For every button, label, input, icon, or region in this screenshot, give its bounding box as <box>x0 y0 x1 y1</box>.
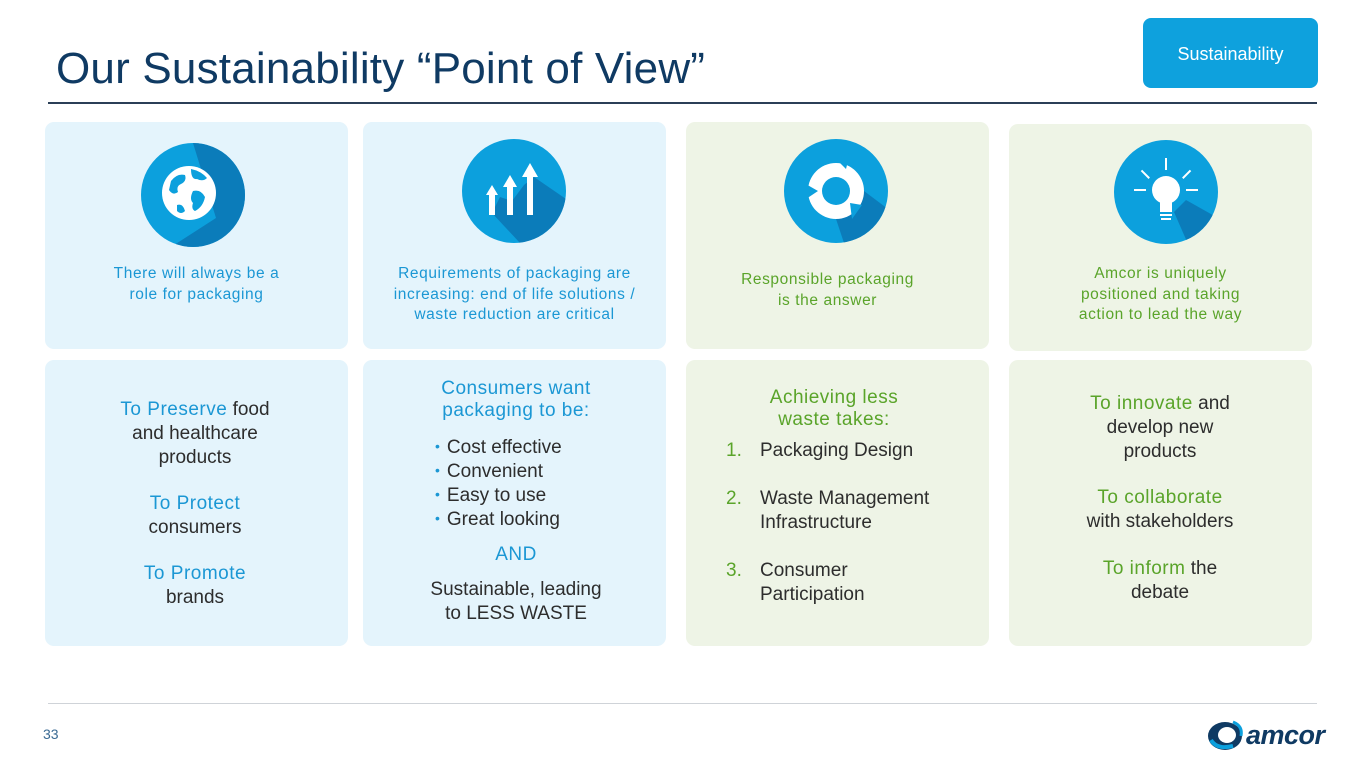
collaborate-text: with stakeholders <box>1086 511 1234 532</box>
card-innovate-collaborate-inform: To innovate and develop new products To … <box>1009 360 1312 646</box>
waste-item-2: 2.Waste Management Infrastructure <box>726 488 930 533</box>
top-card-text: Responsible packaging is the answer <box>686 270 969 311</box>
preserve-text: food <box>227 399 270 420</box>
preserve-text: products <box>158 447 232 468</box>
preserve-block: To Preserve food and healthcare products <box>45 398 345 470</box>
section-tag: Sustainability <box>1143 18 1318 88</box>
top-card-text: Amcor is uniquely positioned and taking … <box>1009 264 1312 326</box>
top-card-line: There will always be a <box>113 265 280 282</box>
bullet-item: •Great looking <box>435 509 560 530</box>
top-card-line: waste reduction are critical <box>414 306 615 323</box>
preserve-highlight: To Preserve <box>120 399 228 420</box>
protect-block: To Protect consumers <box>45 492 345 540</box>
closing-line: to LESS WASTE <box>445 603 587 624</box>
amcor-logo-text: amcor <box>1246 720 1325 750</box>
innovate-block: To innovate and develop new products <box>1009 392 1311 464</box>
top-card-line: increasing: end of life solutions / <box>393 285 636 303</box>
and-label: AND <box>495 544 537 565</box>
top-card-line: Responsible packaging <box>741 271 914 288</box>
collaborate-block: To collaborate with stakeholders <box>1009 486 1311 534</box>
title-divider <box>48 102 1317 104</box>
top-card-packaging-role: There will always be a role for packagin… <box>45 122 348 349</box>
card-achieving-less-waste: Achieving less waste takes: 1.Packaging … <box>686 360 989 646</box>
top-card-line: Amcor is uniquely <box>1094 265 1227 282</box>
innovate-text: and <box>1192 393 1230 414</box>
bullet-item: •Easy to use <box>435 485 547 506</box>
top-card-line: role for packaging <box>129 285 264 303</box>
collaborate-highlight: To collaborate <box>1097 487 1223 508</box>
top-card-line: Requirements of packaging are <box>398 265 631 282</box>
waste-heading-line: Achieving less <box>769 387 899 408</box>
bullet-item: •Cost effective <box>435 437 562 458</box>
closing-line: Sustainable, leading <box>430 579 602 600</box>
lightbulb-icon <box>1114 140 1218 244</box>
top-card-line: positioned and taking <box>1080 285 1241 303</box>
consumers-closing: Sustainable, leading to LESS WASTE <box>363 578 669 626</box>
protect-highlight: To Protect <box>149 493 241 514</box>
top-card-amcor: Amcor is uniquely positioned and taking … <box>1009 124 1312 351</box>
amcor-logo-icon <box>1208 720 1243 750</box>
waste-item-3: 3.Consumer Participation <box>726 560 865 605</box>
footer-divider <box>48 703 1317 704</box>
top-card-requirements: Requirements of packaging are increasing… <box>363 122 666 349</box>
bullet-item: •Convenient <box>435 461 544 482</box>
consumers-heading: Consumers want packaging to be: <box>363 378 669 422</box>
waste-heading: Achieving less waste takes: <box>686 387 982 431</box>
promote-highlight: To Promote <box>143 563 247 584</box>
top-card-line: is the answer <box>777 291 878 309</box>
top-card-responsible: Responsible packaging is the answer <box>686 122 989 349</box>
top-card-text: There will always be a role for packagin… <box>45 264 348 305</box>
consumers-heading-line: Consumers want <box>441 378 591 399</box>
card-consumers-want: Consumers want packaging to be: •Cost ef… <box>363 360 666 646</box>
recycle-icon <box>784 139 888 243</box>
page-number: 33 <box>43 726 59 742</box>
waste-heading-line: waste takes: <box>778 409 890 430</box>
rising-arrows-icon <box>462 139 566 243</box>
top-card-line: action to lead the way <box>1078 306 1243 323</box>
innovate-text: products <box>1123 441 1197 462</box>
protect-text: consumers <box>148 517 242 538</box>
promote-text: brands <box>165 587 225 608</box>
page-title: Our Sustainability “Point of View” <box>56 44 706 93</box>
innovate-highlight: To innovate <box>1090 393 1193 414</box>
promote-block: To Promote brands <box>45 562 345 610</box>
globe-icon <box>141 143 245 247</box>
innovate-text: develop new <box>1106 417 1214 438</box>
inform-text: the <box>1185 558 1218 579</box>
card-preserve-protect-promote: To Preserve food and healthcare products… <box>45 360 348 646</box>
consumers-heading-line: packaging to be: <box>442 400 590 421</box>
top-card-text: Requirements of packaging are increasing… <box>363 264 666 326</box>
inform-block: To inform the debate <box>1009 557 1311 605</box>
consumers-bullet-list: •Cost effective •Convenient •Easy to use… <box>435 436 562 532</box>
inform-text: debate <box>1130 582 1190 603</box>
waste-item-1: 1.Packaging Design <box>726 440 914 461</box>
preserve-text: and healthcare <box>132 423 258 444</box>
inform-highlight: To inform <box>1102 558 1186 579</box>
